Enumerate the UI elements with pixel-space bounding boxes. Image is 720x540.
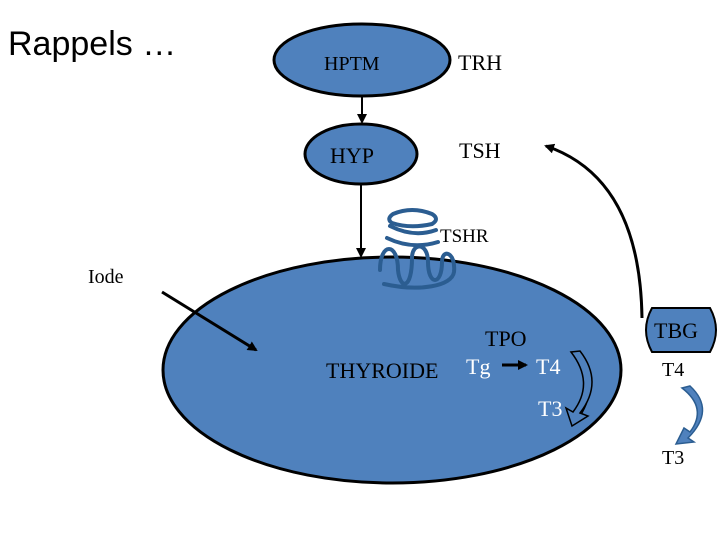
feedback-arrow: [544, 143, 644, 319]
tbg-carrier: [645, 307, 717, 353]
iode-label: Iode: [88, 266, 124, 288]
slide-title: Rappels …: [8, 25, 176, 63]
tsh-label: TSH: [459, 138, 501, 163]
t4-inner-label: T4: [536, 354, 560, 379]
thyroid-gland: [161, 255, 623, 485]
outer-conversion-arrow-icon: [674, 385, 704, 445]
tg-label: Tg: [466, 354, 490, 379]
t3-inner-label: T3: [538, 396, 562, 421]
thyroide-label: THYROIDE: [326, 358, 438, 383]
hyp-label: HYP: [330, 143, 374, 168]
inner-conversion-arrow-icon: [564, 350, 593, 428]
tshr-label: TSHR: [440, 226, 489, 247]
hptm-label: HPTM: [324, 53, 380, 75]
tshr-receptor-icon: [378, 208, 457, 290]
t4-outer-label: T4: [662, 359, 684, 381]
tbg-label: TBG: [654, 318, 698, 343]
t3-outer-label: T3: [662, 447, 684, 469]
tpo-label: TPO: [485, 326, 527, 351]
trh-label: TRH: [458, 50, 502, 75]
iode-uptake-arrow: [161, 290, 258, 352]
